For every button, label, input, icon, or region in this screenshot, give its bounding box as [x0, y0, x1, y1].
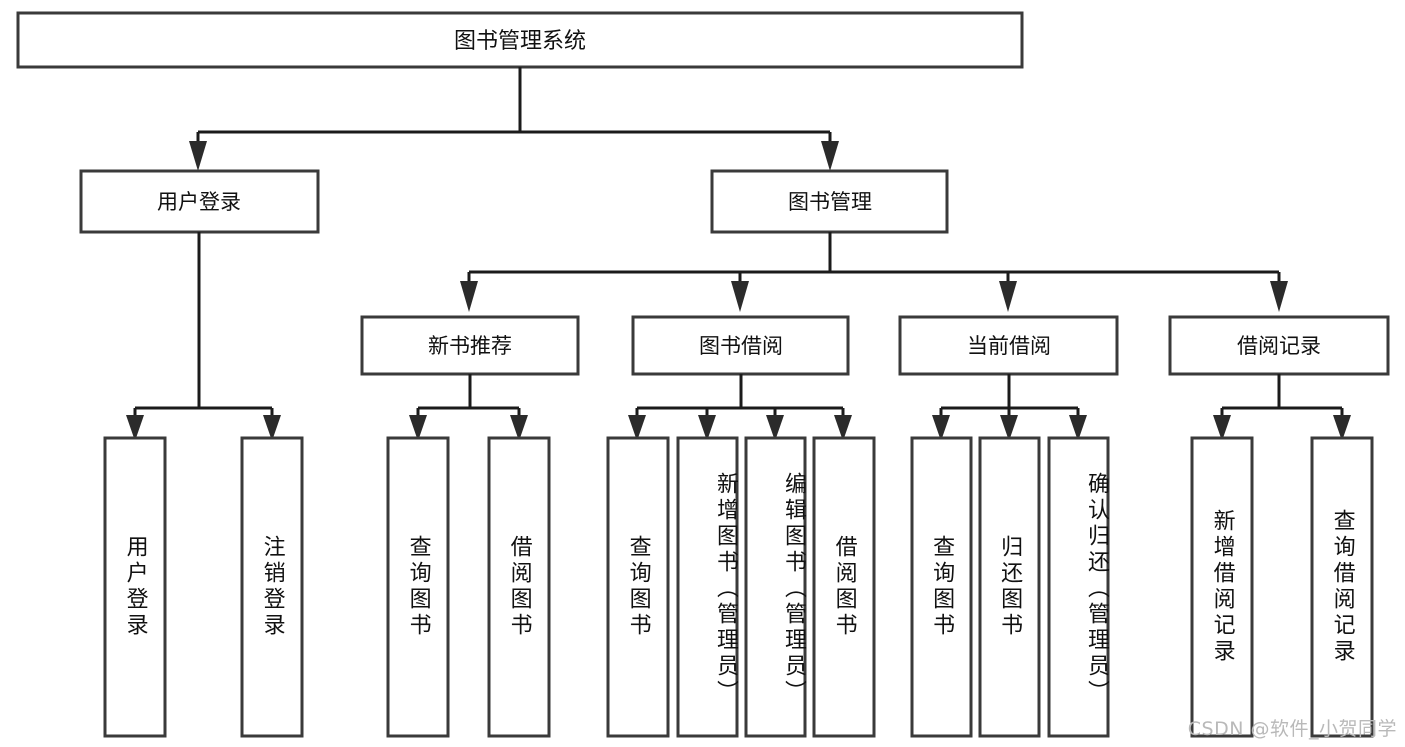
arrow-leaf-user-login	[126, 415, 144, 441]
arrow-to-user-login	[189, 141, 207, 171]
node-book-manage-box[interactable]	[710, 169, 949, 234]
leaf-query-book-1-box[interactable]	[386, 436, 450, 738]
arrow-leaf-query-book-2	[628, 415, 646, 441]
node-new-book-recommend-box[interactable]	[360, 315, 580, 376]
node-new-book-recommend[interactable]: 新书推荐	[360, 315, 580, 376]
arrow-leaf-query-book-1	[409, 415, 427, 441]
arrow-leaf-query-record	[1333, 415, 1351, 441]
node-root[interactable]: 图书管理系统	[16, 11, 1024, 69]
node-borrow-record[interactable]: 借阅记录	[1168, 315, 1390, 376]
node-root-label: 图书管理系统	[454, 29, 586, 54]
leaf-add-record-box[interactable]	[1190, 436, 1254, 738]
leaf-user-logout-box[interactable]	[240, 436, 304, 738]
leaf-borrow-book-2-box[interactable]	[812, 436, 876, 738]
node-current-borrow[interactable]: 当前借阅	[898, 315, 1119, 376]
leaf-add-book-box[interactable]	[676, 436, 739, 738]
node-borrow-record-box[interactable]	[1168, 315, 1390, 376]
arrow-leaf-add-book	[698, 415, 716, 441]
leaf-query-record-box[interactable]	[1310, 436, 1374, 738]
arrow-leaf-user-logout	[263, 415, 281, 441]
leaf-query-book-2-box[interactable]	[606, 436, 670, 738]
leaf-query-book-3-box[interactable]	[910, 436, 973, 738]
arrow-to-current-borrow	[999, 281, 1017, 312]
node-user-login[interactable]: 用户登录	[79, 169, 320, 234]
arrow-to-book-manage	[821, 141, 839, 171]
node-current-borrow-label: 当前借阅	[967, 334, 1051, 358]
arrow-leaf-borrow-book-2	[834, 415, 852, 441]
node-current-borrow-box[interactable]	[898, 315, 1119, 376]
arrow-leaf-add-record	[1213, 415, 1231, 441]
arrow-leaf-confirm-return	[1069, 415, 1087, 441]
leaf-return-book-box[interactable]	[978, 436, 1041, 738]
node-book-borrow[interactable]: 图书借阅	[631, 315, 850, 376]
arrow-to-new-book-recommend	[460, 281, 478, 312]
arrow-to-borrow-record	[1270, 281, 1288, 312]
csdn-watermark: CSDN @软件_小贺同学	[1187, 718, 1397, 740]
node-user-login-label: 用户登录	[157, 190, 241, 214]
leaf-edit-book-box[interactable]	[744, 436, 807, 738]
leaf-confirm-return-box[interactable]	[1047, 436, 1110, 738]
arrow-leaf-query-book-3	[932, 415, 950, 441]
arrow-leaf-borrow-book-1	[510, 415, 528, 441]
node-root-box[interactable]	[16, 11, 1024, 69]
arrow-leaf-edit-book	[766, 415, 784, 441]
arrow-leaf-return-book	[1000, 415, 1018, 441]
node-book-manage[interactable]: 图书管理	[710, 169, 949, 234]
arrow-to-book-borrow	[731, 281, 749, 312]
leaf-user-login-box[interactable]	[103, 436, 167, 738]
node-new-book-recommend-label: 新书推荐	[428, 334, 512, 358]
node-borrow-record-label: 借阅记录	[1237, 334, 1321, 358]
leaf-borrow-book-1-box[interactable]	[487, 436, 551, 738]
node-book-borrow-label: 图书借阅	[699, 334, 783, 358]
node-book-manage-label: 图书管理	[788, 190, 872, 214]
node-book-borrow-box[interactable]	[631, 315, 850, 376]
